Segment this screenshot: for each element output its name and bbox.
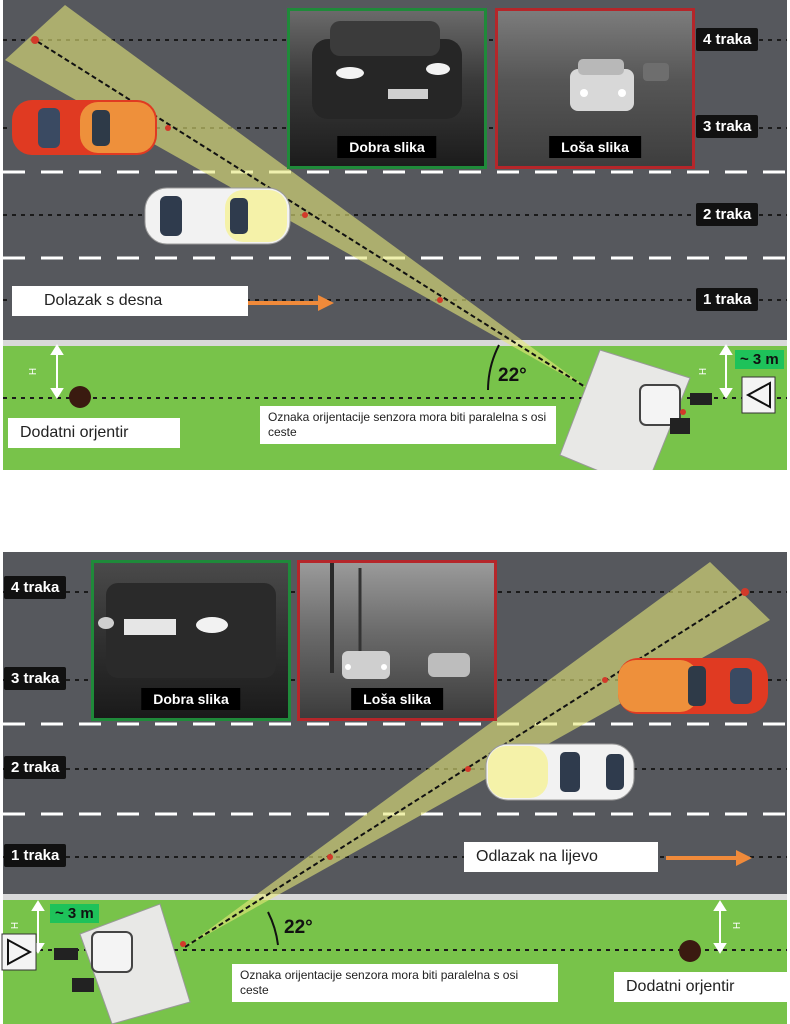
top-car-white: [144, 187, 291, 245]
bottom-good-image-car: [98, 583, 276, 678]
top-height-marker-left: [50, 344, 64, 399]
bottom-camera-icon: [1, 933, 37, 971]
bottom-lane-1-label: 1 traka: [4, 844, 67, 867]
bottom-height-label-right: H: [732, 921, 744, 930]
bottom-radar-beam: [185, 562, 770, 947]
bottom-landmark-marker: [679, 940, 701, 962]
bottom-track-points: [327, 588, 749, 860]
bottom-angle-arc: [267, 911, 279, 946]
top-distance-label: ~ 3 m: [735, 350, 784, 369]
bottom-diagram: Dobra slika Loša slika 4 traka 3 traka 2…: [0, 552, 790, 1024]
top-track-points: [31, 36, 443, 303]
top-bad-image-caption: Loša slika: [549, 136, 641, 158]
top-bad-image: Loša slika: [495, 8, 695, 169]
top-good-image-caption: Dobra slika: [337, 136, 437, 158]
bottom-height-label-left: H: [10, 921, 22, 930]
top-good-image: Dobra slika: [287, 8, 487, 169]
top-bad-image-car: [570, 59, 669, 111]
top-angle-label: 22°: [498, 365, 527, 386]
top-good-image-car: [312, 21, 462, 119]
top-direction-label: Dolazak s desna: [12, 286, 248, 316]
bottom-distance-label: ~ 3 m: [50, 904, 99, 923]
bottom-direction-label: Odlazak na lijevo: [464, 842, 658, 872]
bottom-lane-3-label: 3 traka: [4, 667, 67, 690]
top-radar-beam: [5, 5, 590, 390]
bottom-bad-image-scene: [330, 563, 470, 679]
bottom-height-marker-left: [31, 900, 45, 954]
top-sensor-unit: [559, 349, 712, 470]
top-tracking-line: [34, 39, 591, 391]
top-lane-1-label: 1 traka: [696, 288, 759, 311]
top-curb: [3, 340, 787, 346]
bottom-good-image: Dobra slika: [91, 560, 291, 721]
bottom-landmark-label: Dodatni orjentir: [614, 972, 788, 1002]
bottom-bad-image-caption: Loša slika: [351, 688, 443, 710]
top-height-marker-right: [719, 344, 733, 399]
bottom-angle-label: 22°: [284, 917, 313, 938]
top-direction-arrow: [248, 295, 334, 311]
top-angle-arc: [487, 344, 500, 391]
top-height-label-left: H: [28, 367, 40, 376]
bottom-lane-4-label: 4 traka: [4, 576, 67, 599]
top-camera-icon: [741, 376, 776, 414]
bottom-good-image-caption: Dobra slika: [141, 688, 241, 710]
top-diagram: Dobra slika Loša slika 4 traka 3 traka 2…: [0, 0, 790, 470]
bottom-tracking-line: [184, 591, 746, 948]
top-landmark-label: Dodatni orjentir: [8, 418, 180, 448]
bottom-car-white: [485, 743, 635, 801]
bottom-direction-arrow: [666, 850, 752, 866]
top-lane-2-label: 2 traka: [696, 203, 759, 226]
bottom-height-marker-right: [713, 900, 727, 954]
top-lane-4-label: 4 traka: [696, 28, 759, 51]
bottom-car-red: [618, 658, 768, 714]
bottom-bad-image: Loša slika: [297, 560, 497, 721]
top-car-red: [12, 100, 157, 155]
top-orientation-note: Oznaka orijentacije senzora mora biti pa…: [260, 406, 556, 444]
bottom-sensor-unit: [54, 903, 191, 1024]
bottom-curb: [3, 894, 787, 900]
top-landmark-marker: [69, 386, 91, 408]
top-lane-3-label: 3 traka: [696, 115, 759, 138]
bottom-orientation-note: Oznaka orijentacije senzora mora biti pa…: [232, 964, 558, 1002]
top-height-label-right: H: [698, 367, 710, 376]
bottom-lane-2-label: 2 traka: [4, 756, 67, 779]
